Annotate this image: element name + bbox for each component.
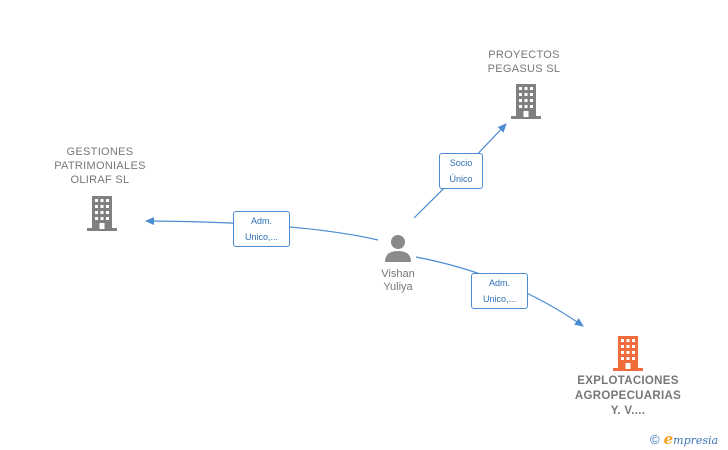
- edge-label-line1: Socio: [449, 158, 473, 168]
- building-icon[interactable]: [87, 196, 117, 231]
- person-label[interactable]: Vishan Yuliya: [381, 268, 415, 293]
- edge-label-line1: Adm.: [488, 278, 510, 288]
- logo-initial: e: [663, 430, 674, 448]
- building-icon[interactable]: [613, 336, 643, 371]
- edge-label-line2: Unico,...: [482, 294, 516, 304]
- edge-label-to-explotaciones[interactable]: Adm. Unico,...: [471, 273, 528, 309]
- company-label-explotaciones[interactable]: EXPLOTACIONES AGROPECUARIAS Y. V....: [574, 375, 682, 417]
- edge-label-line2: Unico,...: [244, 232, 278, 242]
- edge-label-to-proyectos[interactable]: Socio Único: [439, 153, 483, 189]
- person-icon[interactable]: [385, 235, 411, 262]
- edge-label-line2: Único: [449, 174, 473, 184]
- building-icon[interactable]: [511, 84, 541, 119]
- copyright-icon: ©: [650, 431, 660, 447]
- company-label-proyectos[interactable]: PROYECTOS PEGASUS SL: [487, 49, 561, 75]
- empresia-logo[interactable]: e mpresia: [664, 430, 719, 448]
- edge-label-line1: Adm.: [250, 216, 272, 226]
- copyright-footer: © e mpresia: [650, 430, 718, 448]
- edge-label-to-gestiones[interactable]: Adm. Unico,...: [233, 211, 290, 247]
- company-label-gestiones[interactable]: GESTIONES PATRIMONIALES OLIRAF SL: [54, 146, 146, 186]
- logo-text: mpresia: [673, 434, 719, 447]
